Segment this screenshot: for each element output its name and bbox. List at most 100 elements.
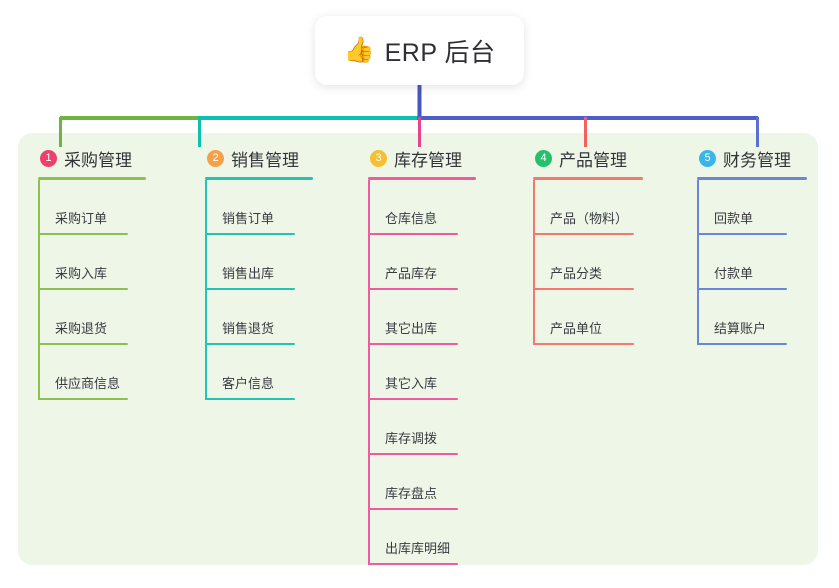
branch-header-2[interactable]: 2 销售管理 xyxy=(205,146,313,170)
leaf-list-2: 销售订单 销售出库 销售退货 客户信息 xyxy=(205,180,313,400)
branch-header-5[interactable]: 5 财务管理 xyxy=(697,146,807,170)
leaf-label: 其它入库 xyxy=(385,376,438,391)
leaf-label: 回款单 xyxy=(714,211,754,226)
branch-badge-3: 3 xyxy=(370,149,387,167)
thumbs-up-icon: 👍 xyxy=(343,36,375,64)
leaf-item[interactable]: 出库库明细 xyxy=(368,510,476,565)
leaf-label: 库存调拨 xyxy=(385,431,438,446)
leaf-label: 销售订单 xyxy=(222,211,275,226)
leaf-rule xyxy=(368,563,458,565)
leaf-item[interactable]: 采购订单 xyxy=(38,180,146,235)
branch-title-4: 产品管理 xyxy=(559,150,627,170)
leaf-spine-1 xyxy=(38,180,40,400)
branch-column-4: 4 产品管理 产品（物料） 产品分类 产品单位 xyxy=(533,146,643,345)
branch-rule-2 xyxy=(205,177,313,180)
leaf-rule xyxy=(697,343,787,345)
leaf-rule xyxy=(205,343,295,345)
leaf-item[interactable]: 供应商信息 xyxy=(38,345,146,400)
leaf-label: 销售出库 xyxy=(222,266,275,281)
leaf-list-5: 回款单 付款单 结算账户 xyxy=(697,180,807,345)
leaf-item[interactable]: 产品（物料） xyxy=(533,180,643,235)
leaf-item[interactable]: 产品单位 xyxy=(533,290,643,345)
leaf-item[interactable]: 回款单 xyxy=(697,180,807,235)
branch-column-1: 1 采购管理 采购订单 采购入库 采购退货 供应商信息 xyxy=(38,146,146,400)
branch-title-5: 财务管理 xyxy=(723,150,791,170)
branch-badge-2: 2 xyxy=(207,149,224,167)
leaf-item[interactable]: 结算账户 xyxy=(697,290,807,345)
leaf-rule xyxy=(697,233,787,235)
branch-rule-1 xyxy=(38,177,146,180)
leaf-item[interactable]: 付款单 xyxy=(697,235,807,290)
leaf-list-3: 仓库信息 产品库存 其它出库 其它入库 库存调拨 库存盘点 xyxy=(368,180,476,565)
leaf-rule xyxy=(533,343,634,345)
leaf-rule xyxy=(205,398,295,400)
leaf-rule xyxy=(368,233,458,235)
diagram-background-panel xyxy=(18,133,818,565)
leaf-label: 采购入库 xyxy=(55,266,108,281)
leaf-item[interactable]: 其它入库 xyxy=(368,345,476,400)
leaf-label: 库存盘点 xyxy=(385,486,438,501)
leaf-spine-4 xyxy=(533,180,535,345)
leaf-label: 产品库存 xyxy=(385,266,438,281)
leaf-label: 采购订单 xyxy=(55,211,108,226)
branch-rule-4 xyxy=(533,177,643,180)
leaf-rule xyxy=(533,233,634,235)
leaf-label: 付款单 xyxy=(714,266,754,281)
branch-column-2: 2 销售管理 销售订单 销售出库 销售退货 客户信息 xyxy=(205,146,313,400)
leaf-rule xyxy=(205,288,295,290)
branch-rule-3 xyxy=(368,177,476,180)
branch-rule-5 xyxy=(697,177,807,180)
leaf-rule xyxy=(38,343,128,345)
leaf-item[interactable]: 采购入库 xyxy=(38,235,146,290)
leaf-rule xyxy=(368,398,458,400)
branch-title-2: 销售管理 xyxy=(231,150,299,170)
branch-badge-1: 1 xyxy=(40,149,57,167)
branch-column-5: 5 财务管理 回款单 付款单 结算账户 xyxy=(697,146,807,345)
leaf-spine-5 xyxy=(697,180,699,345)
branch-title-3: 库存管理 xyxy=(394,150,462,170)
branch-header-1[interactable]: 1 采购管理 xyxy=(38,146,146,170)
branch-header-4[interactable]: 4 产品管理 xyxy=(533,146,643,170)
leaf-label: 其它出库 xyxy=(385,321,438,336)
branch-badge-4: 4 xyxy=(535,149,552,167)
leaf-label: 出库库明细 xyxy=(385,541,451,556)
branch-badge-5: 5 xyxy=(699,149,716,167)
leaf-label: 产品分类 xyxy=(550,266,603,281)
leaf-label: 产品单位 xyxy=(550,321,603,336)
leaf-label: 结算账户 xyxy=(714,321,767,336)
leaf-item[interactable]: 采购退货 xyxy=(38,290,146,345)
root-node[interactable]: 👍 ERP 后台 xyxy=(315,16,524,85)
leaf-rule xyxy=(38,288,128,290)
branch-title-1: 采购管理 xyxy=(64,150,132,170)
branch-header-3[interactable]: 3 库存管理 xyxy=(368,146,476,170)
leaf-item[interactable]: 销售出库 xyxy=(205,235,313,290)
leaf-rule xyxy=(697,288,787,290)
leaf-item[interactable]: 产品分类 xyxy=(533,235,643,290)
leaf-rule xyxy=(38,398,128,400)
leaf-item[interactable]: 客户信息 xyxy=(205,345,313,400)
leaf-rule xyxy=(368,343,458,345)
leaf-label: 销售退货 xyxy=(222,321,275,336)
leaf-rule xyxy=(205,233,295,235)
leaf-item[interactable]: 其它出库 xyxy=(368,290,476,345)
leaf-item[interactable]: 销售退货 xyxy=(205,290,313,345)
leaf-rule xyxy=(368,453,458,455)
leaf-item[interactable]: 库存盘点 xyxy=(368,455,476,510)
leaf-item[interactable]: 产品库存 xyxy=(368,235,476,290)
leaf-rule xyxy=(368,288,458,290)
leaf-list-4: 产品（物料） 产品分类 产品单位 xyxy=(533,180,643,345)
leaf-label: 供应商信息 xyxy=(55,376,121,391)
leaf-item[interactable]: 销售订单 xyxy=(205,180,313,235)
leaf-label: 产品（物料） xyxy=(550,211,629,226)
leaf-rule xyxy=(368,508,458,510)
leaf-spine-3 xyxy=(368,180,370,565)
branch-column-3: 3 库存管理 仓库信息 产品库存 其它出库 其它入库 库存调拨 xyxy=(368,146,476,565)
leaf-item[interactable]: 仓库信息 xyxy=(368,180,476,235)
root-node-title: ERP 后台 xyxy=(384,38,496,67)
leaf-label: 客户信息 xyxy=(222,376,275,391)
leaf-spine-2 xyxy=(205,180,207,400)
leaf-label: 采购退货 xyxy=(55,321,108,336)
leaf-label: 仓库信息 xyxy=(385,211,438,226)
leaf-item[interactable]: 库存调拨 xyxy=(368,400,476,455)
